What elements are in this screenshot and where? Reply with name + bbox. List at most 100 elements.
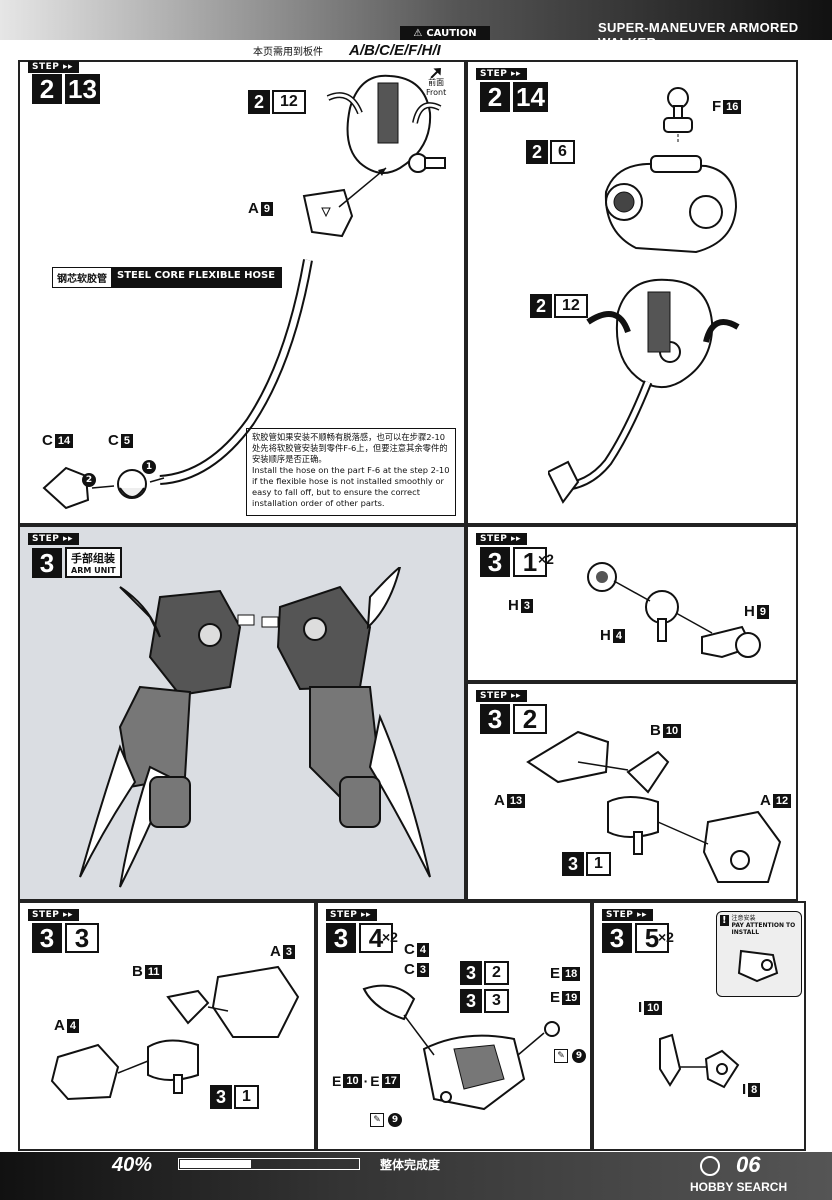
step-tag: STEP ▸▸ [602, 909, 654, 921]
subassembly-ref-2-6: 2 6 [526, 140, 575, 164]
part-label-i10: I 10 [638, 999, 663, 1016]
part-letter: A [248, 200, 259, 217]
subassembly-major: 3 [562, 852, 585, 876]
subassembly-major: 3 [210, 1085, 233, 1109]
panel-step-3-4: STEP ▸▸ 3 4 ×2 C 4 C 3 3 2 3 3 E 18 E 19… [316, 901, 592, 1151]
subassembly-ref: 2 12 [248, 90, 306, 114]
step-tag: STEP ▸▸ [476, 690, 528, 702]
sprue-list: A/B/C/E/F/H/I [349, 42, 441, 59]
screwdriver-note-right: ✎ 9 [554, 1049, 586, 1063]
part-number: 9 [756, 604, 769, 619]
part-label-c3: C 3 [404, 961, 429, 978]
exclamation-icon: ! [720, 915, 729, 926]
part-letter: C [404, 961, 415, 978]
part-letter: B [132, 963, 143, 980]
note-cn: 软胶管如果安装不顺畅有脱落感，也可以在步骤2-10处先将软胶管安装到零件F-6上… [252, 432, 448, 464]
step-minor: 1 [513, 547, 547, 577]
part-label-c5: C 5 [108, 432, 133, 449]
subassembly-minor: 1 [234, 1085, 259, 1109]
part-number: 17 [381, 1074, 400, 1088]
panel-step-3-2: STEP ▸▸ 3 2 B 10 A 13 A 12 3 1 [466, 682, 798, 901]
part-label-i8: I 8 [742, 1081, 761, 1098]
part-letter: A [760, 792, 771, 809]
hose-label-en: STEEL CORE FLEXIBLE HOSE [111, 268, 282, 287]
part-letter: H [508, 597, 519, 614]
subassembly-ref-3-3: 3 3 [460, 989, 509, 1013]
brand-logo-icon [700, 1156, 720, 1176]
step-minor: 13 [65, 74, 100, 104]
attention-detail-illustration [737, 949, 779, 983]
assembly-note-box: 软胶管如果安装不顺畅有脱落感，也可以在步骤2-10处先将软胶管安装到零件F-6上… [246, 428, 456, 516]
part-letter: E [370, 1073, 380, 1089]
step-tag-label: STEP [32, 910, 60, 920]
part-number: 3 [282, 944, 295, 959]
part-letter: C [108, 432, 119, 449]
part-label-h4: H 4 [600, 627, 625, 644]
separator: · [363, 1073, 369, 1089]
part-label-b11: B 11 [132, 963, 163, 980]
part-label-c4: C 4 [404, 941, 429, 958]
step-3-title: 手部组装 ARM UNIT [65, 547, 122, 578]
parts-c14-c5-illustration [42, 466, 165, 510]
step-minor: 2 [513, 704, 547, 734]
attention-box: ! 注意安装 PAY ATTENTION TO INSTALL [716, 911, 802, 997]
part-number: 18 [562, 966, 581, 981]
quantity-multiplier: ×2 [382, 929, 398, 945]
quantity-multiplier: ×2 [538, 551, 554, 567]
part-letter: E [332, 1073, 342, 1089]
part-label-a4: A 4 [54, 1017, 79, 1034]
part-number: 4 [66, 1018, 79, 1033]
part-label-e19: E 19 [550, 989, 581, 1006]
order-mark-1: 1 [142, 460, 156, 474]
subassembly-minor: 3 [484, 989, 509, 1013]
caution-label: CAUTION [426, 27, 477, 39]
note-en: Install the hose on the part F-6 at the … [252, 465, 450, 508]
step-tag: STEP ▸▸ [476, 68, 528, 80]
screwdriver-note-left: ✎ 9 [370, 1113, 402, 1127]
step-tag: STEP ▸▸ [28, 909, 80, 921]
part-letter: A [494, 792, 505, 809]
step-tag: STEP ▸▸ [326, 909, 378, 921]
step-number: 2 14 [480, 82, 548, 112]
progress-percent: 40% [112, 1154, 153, 1176]
step-tag: STEP ▸▸ [476, 533, 528, 545]
part-label-f16: F 16 [712, 98, 742, 115]
attention-cn: 注意安装 [731, 915, 756, 922]
part-label-h3: H 3 [508, 597, 533, 614]
front-note-cn: 前面 [428, 78, 445, 87]
part-letter: H [744, 603, 755, 620]
part-letter: H [600, 627, 611, 644]
part-letter: C [42, 432, 53, 449]
step-number: 2 13 [32, 74, 100, 104]
step-minor: 5 [635, 923, 669, 953]
torso-with-hose-illustration [548, 278, 740, 504]
part-number: 10 [644, 1000, 663, 1015]
part-number: 10 [343, 1074, 362, 1088]
subassembly-minor: 12 [272, 90, 306, 114]
part-number: 3 [520, 598, 533, 613]
step-3-3-parts-illustration [50, 965, 300, 1101]
step-tag-label: STEP [480, 534, 508, 544]
subassembly-ref-3-1: 3 1 [562, 852, 611, 876]
part-letter: B [650, 722, 661, 739]
step-number: 3 4 [326, 923, 393, 953]
step-3-5-parts-illustration [659, 1033, 740, 1089]
subassembly-ref-2-12: 2 12 [530, 294, 588, 318]
torso-illustration [326, 74, 446, 174]
step-major: 3 [326, 923, 356, 953]
part-number: 4 [416, 942, 429, 957]
step-major: 3 [32, 923, 62, 953]
panel-step-3-3: STEP ▸▸ 3 3 A 3 B 11 A 4 3 1 [18, 901, 316, 1151]
sprue-note: 本页需用到板件 A/B/C/E/F/H/I [253, 42, 441, 59]
part-number: 4 [612, 628, 625, 643]
step-number: 3 2 [480, 704, 547, 734]
watermark: HOBBY SEARCH [690, 1180, 788, 1194]
step-tag: STEP ▸▸ [28, 533, 80, 545]
screw-count: 9 [572, 1049, 586, 1063]
part-number: 16 [723, 99, 742, 114]
part-letter: I [638, 999, 643, 1016]
part-letter: F [712, 98, 722, 115]
part-label-h9: H 9 [744, 603, 769, 620]
hose-label: 钢芯软胶管 STEEL CORE FLEXIBLE HOSE [52, 267, 283, 288]
part-letter: I [742, 1081, 747, 1098]
